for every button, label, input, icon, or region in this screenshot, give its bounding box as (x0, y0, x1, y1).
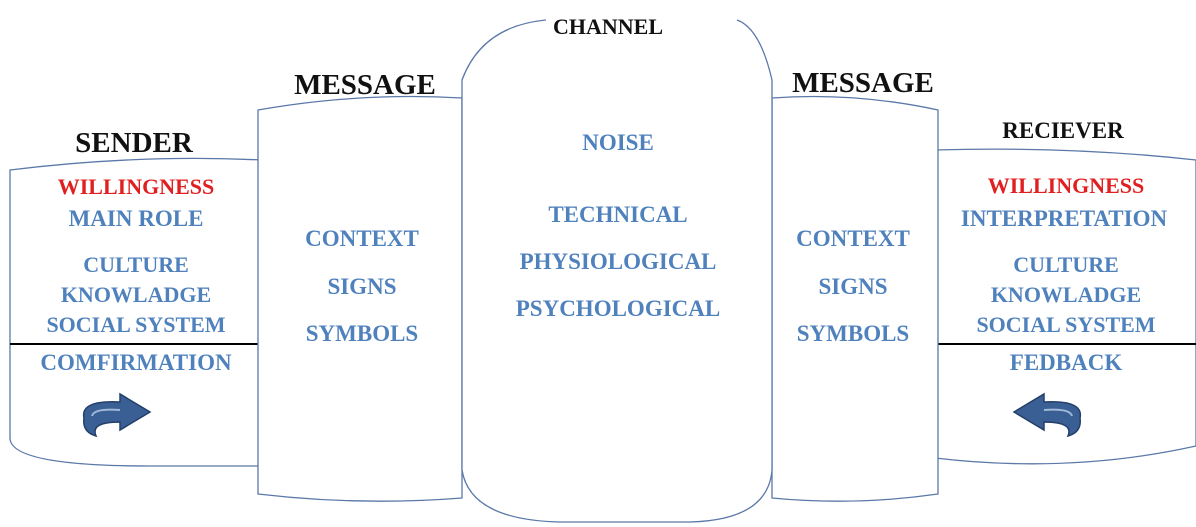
receiver-factor: CULTURE (1013, 252, 1119, 277)
sender-role: MAIN ROLE (69, 206, 204, 231)
receiver-willingness: WILLINGNESS (988, 173, 1145, 198)
message-right-item: SIGNS (818, 274, 887, 299)
message-right-title: MESSAGE (792, 67, 934, 99)
channel-item: TECHNICAL (548, 202, 687, 227)
receiver-role: INTERPRETATION (961, 206, 1168, 231)
message-right-item: SYMBOLS (797, 321, 909, 346)
message-left-item: SIGNS (327, 274, 396, 299)
channel-item: PHYSIOLOGICAL (520, 249, 717, 274)
sender-title: SENDER (75, 127, 194, 159)
receiver-factor: KNOWLADGE (991, 282, 1141, 307)
receiver-cylinder (934, 148, 1196, 465)
message-left-title: MESSAGE (294, 69, 436, 101)
message-right-content: CONTEXT SIGNS SYMBOLS (796, 226, 910, 346)
channel-item: PSYCHOLOGICAL (516, 296, 720, 321)
sender-content: WILLINGNESS MAIN ROLE CULTURE KNOWLADGE … (40, 174, 232, 438)
channel-title: CHANNEL (553, 14, 663, 39)
circular-arrow-icon (82, 392, 152, 438)
message-right-item: CONTEXT (796, 226, 910, 251)
receiver-title: RECIEVER (1002, 118, 1124, 143)
channel-content: NOISE TECHNICAL PHYSIOLOGICAL PSYCHOLOGI… (516, 130, 720, 321)
message-left-content: CONTEXT SIGNS SYMBOLS (305, 226, 419, 346)
circular-arrow-icon (1012, 392, 1082, 438)
message-left-item: SYMBOLS (306, 321, 418, 346)
sender-factor: KNOWLADGE (61, 282, 211, 307)
message-right-cylinder (771, 95, 939, 502)
message-left-item: CONTEXT (305, 226, 419, 251)
sender-loop-label: COMFIRMATION (40, 350, 232, 375)
sender-willingness: WILLINGNESS (58, 174, 215, 199)
channel-noise: NOISE (582, 130, 654, 155)
message-left-cylinder (257, 95, 463, 502)
receiver-factor: SOCIAL SYSTEM (976, 312, 1155, 337)
sender-factor: SOCIAL SYSTEM (46, 312, 225, 337)
channel-shape (461, 19, 773, 523)
receiver-content: WILLINGNESS INTERPRETATION CULTURE KNOWL… (961, 173, 1168, 438)
receiver-loop-label: FEDBACK (1010, 350, 1123, 375)
sender-factor: CULTURE (83, 252, 189, 277)
